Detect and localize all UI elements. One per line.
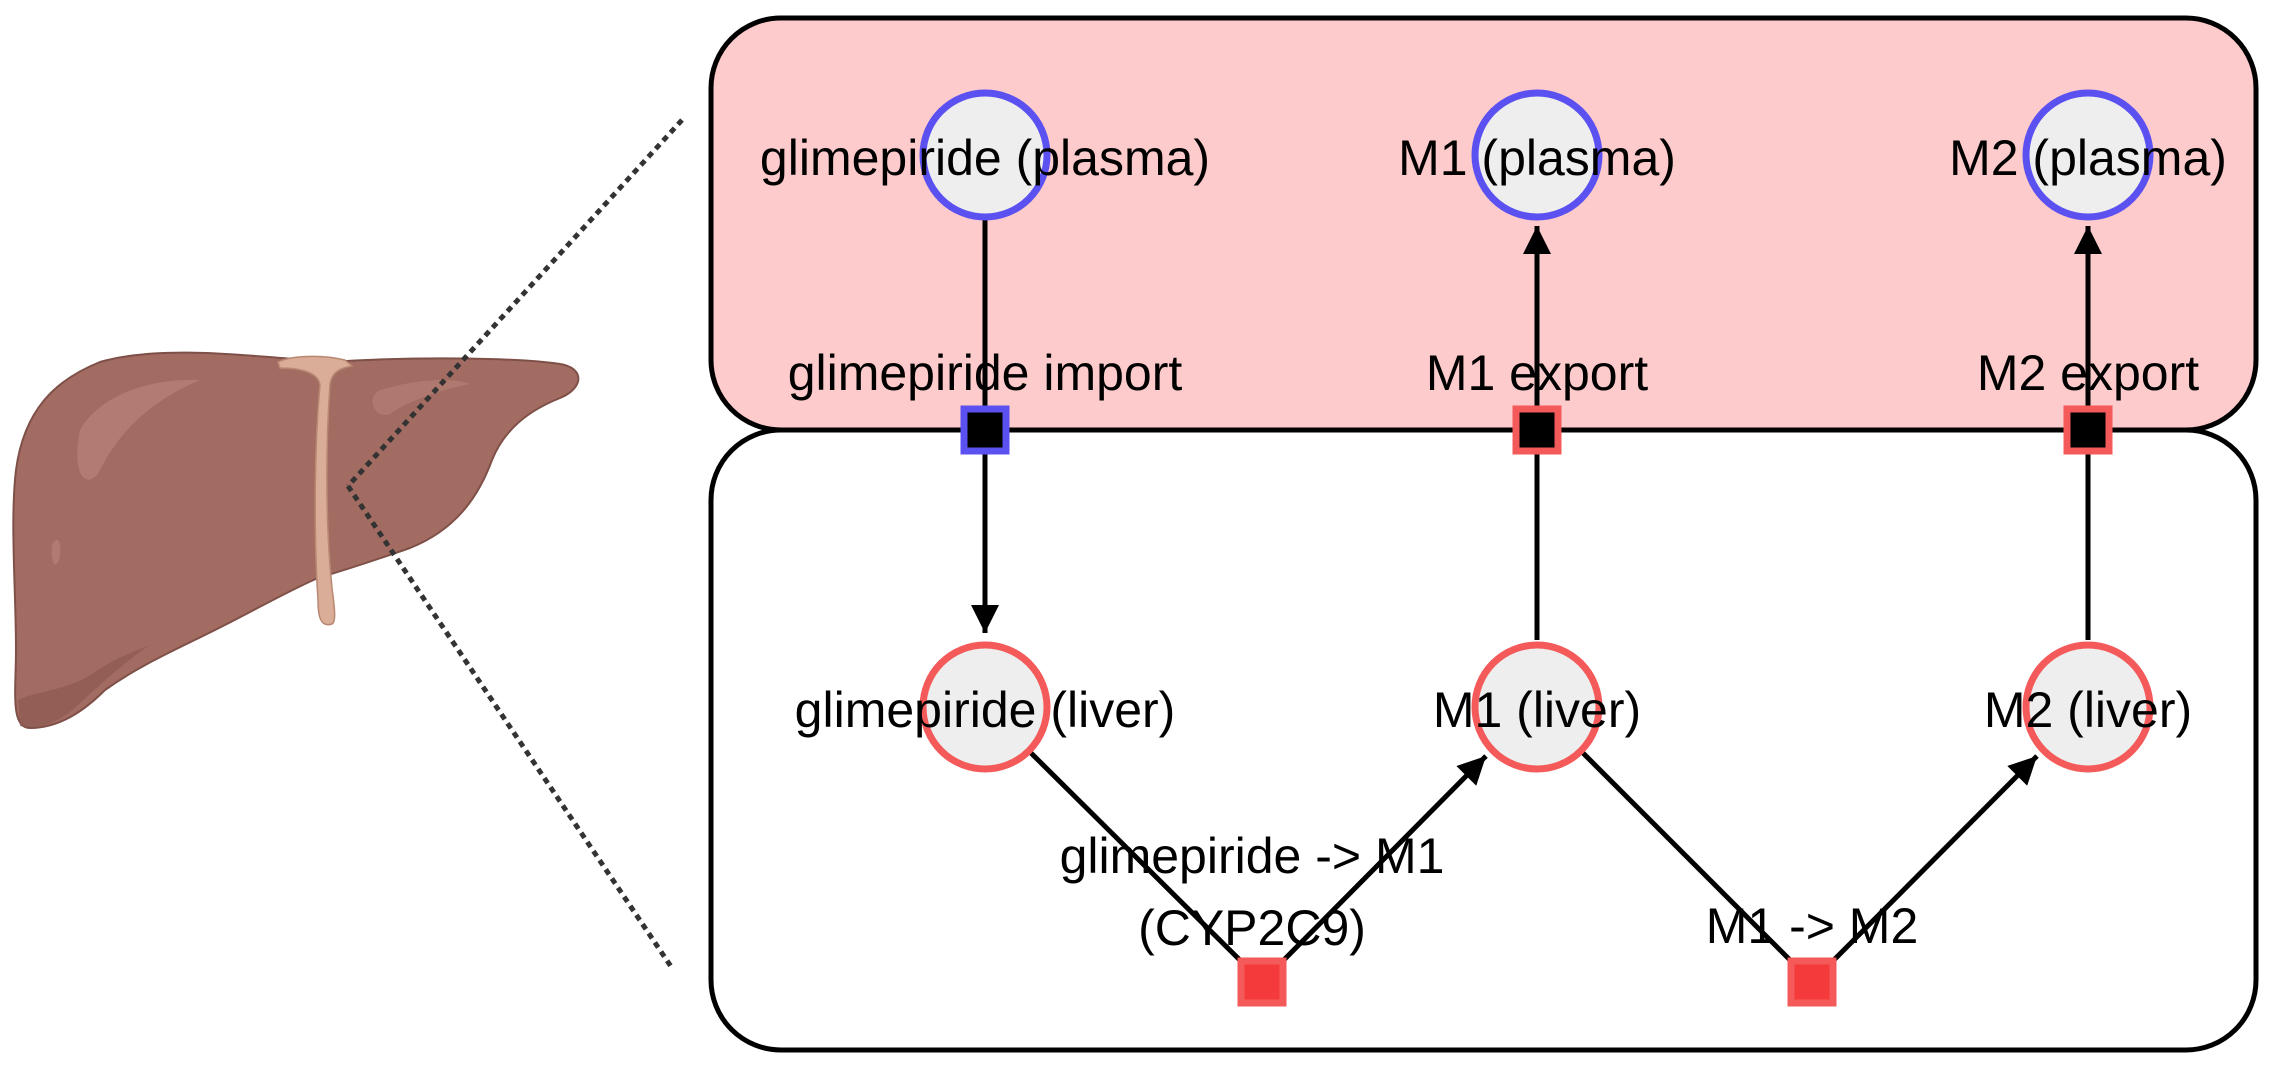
species-label: M1 (plasma) (1398, 130, 1676, 186)
species-m2-plasma[interactable]: M2 (plasma) (1949, 89, 2227, 221)
edge-m1m2-to-m2-liver (1810, 754, 2039, 984)
species-node (1471, 89, 1603, 221)
transport-reaction-node (1512, 405, 1562, 455)
reaction-label-line1: glimepiride -> M1 (1060, 828, 1445, 884)
liver-highlight-2 (372, 380, 470, 416)
reaction-label: M1 -> M2 (1706, 898, 1919, 954)
plasma-compartment (708, 15, 2259, 433)
enzymatic-reaction-node (1237, 957, 1287, 1007)
edges (971, 219, 2102, 984)
species-node (919, 89, 1051, 221)
falciform-ligament (277, 355, 354, 626)
species-glimepiride-plasma[interactable]: glimepiride (plasma) (760, 89, 1210, 221)
species-m1-liver[interactable]: M1 (liver) (1433, 641, 1641, 773)
species-m1-plasma[interactable]: M1 (plasma) (1398, 89, 1676, 221)
reaction-label: glimepiride import (788, 345, 1183, 401)
species-glimepiride-liver[interactable]: glimepiride (liver) (795, 641, 1176, 773)
liver-shadow (18, 645, 150, 728)
transport-reaction-node (2063, 405, 2113, 455)
species-label: M2 (liver) (1984, 682, 2192, 738)
species-node (2022, 89, 2154, 221)
reaction-glimepiride-import[interactable]: glimepiride import (788, 345, 1183, 455)
liver-lobes (12, 351, 580, 730)
zoom-line-top (346, 118, 684, 488)
species-node (1471, 641, 1603, 773)
transport-reaction-node (960, 405, 1010, 455)
species-label: glimepiride (liver) (795, 682, 1176, 738)
reaction-label: M2 export (1977, 345, 2199, 401)
reaction-label-line2: (CYP2C9) (1138, 900, 1366, 956)
reaction-m1-to-m2[interactable]: M1 -> M2 (1706, 898, 1919, 1007)
species-label: M2 (plasma) (1949, 130, 2227, 186)
reaction-glimepiride-to-m1[interactable]: glimepiride -> M1 (CYP2C9) (1060, 828, 1445, 1007)
zoom-line-bottom (345, 484, 675, 970)
species-label: M1 (liver) (1433, 682, 1641, 738)
reaction-m2-export[interactable]: M2 export (1977, 345, 2199, 455)
liver-highlight-3 (51, 539, 61, 565)
species-label: glimepiride (plasma) (760, 130, 1210, 186)
liver-organ-icon (12, 351, 580, 730)
species-node (2022, 641, 2154, 773)
species-node (919, 641, 1051, 773)
edge-cyp2c9-to-m1-liver (1260, 754, 1488, 984)
enzymatic-reaction-node (1787, 957, 1837, 1007)
zoom-indicator (345, 118, 684, 970)
liver-highlight (77, 379, 200, 480)
edge-m1-liver-to-m1m2 (1580, 750, 1814, 984)
reaction-m1-export[interactable]: M1 export (1426, 345, 1648, 455)
species-m2-liver[interactable]: M2 (liver) (1984, 641, 2192, 773)
reaction-label: M1 export (1426, 345, 1648, 401)
edge-glimepiride-liver-to-cyp2c9 (1028, 750, 1264, 984)
